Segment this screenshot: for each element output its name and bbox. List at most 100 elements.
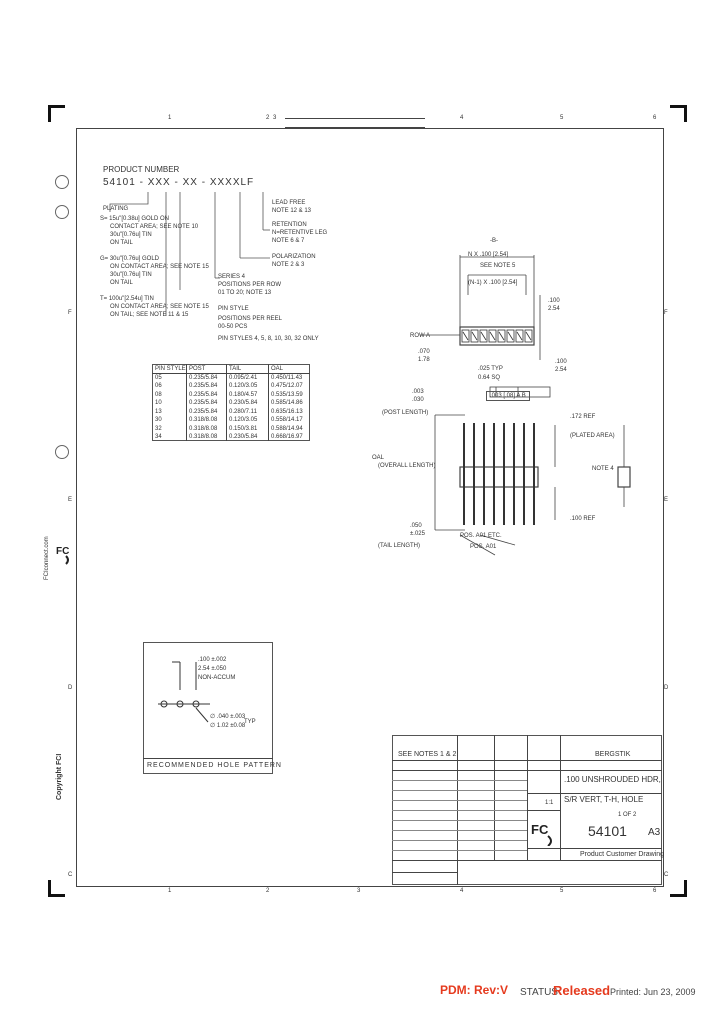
pin-table-cell: 0.558/14.17 bbox=[271, 417, 303, 423]
part-number-text: 54101 bbox=[588, 823, 627, 839]
hole-pattern-label: TYP bbox=[244, 719, 256, 725]
tb-hline-6 bbox=[392, 860, 662, 861]
zone-bottom-3: 3 bbox=[357, 888, 361, 894]
side-view-label: (TAIL LENGTH) bbox=[378, 543, 421, 549]
plating-option-line: ON CONTACT AREA; SEE NOTE 15 bbox=[110, 264, 209, 270]
tb-hline-2 bbox=[392, 770, 662, 771]
svg-text:FC: FC bbox=[56, 546, 69, 557]
side-site-text: FCIconnect.com bbox=[44, 536, 50, 580]
status-label: STATUS bbox=[520, 987, 558, 998]
part-number-callout: SERIES 4 bbox=[218, 274, 246, 280]
pin-table-header: TAIL bbox=[229, 366, 242, 372]
pin-table-cell: 0.095/2.41 bbox=[229, 374, 258, 381]
side-view-label: POS. A01 ETC. bbox=[460, 533, 502, 539]
revision-row-line bbox=[392, 780, 527, 781]
size-text: A3 bbox=[648, 827, 661, 838]
top-view-label: -B- bbox=[490, 238, 498, 244]
fci-title-logo: FC bbox=[530, 818, 556, 847]
pin-table-cell: 32 bbox=[155, 425, 162, 432]
top-view-label: ROW A bbox=[410, 333, 431, 339]
zone-left-c: C bbox=[68, 872, 73, 878]
hole-pattern-drawing bbox=[158, 661, 210, 723]
top-view-pin-mark bbox=[507, 331, 514, 341]
side-view-label: OAL bbox=[372, 455, 385, 461]
part-number-callout: NOTE 6 & 7 bbox=[272, 238, 305, 244]
zone-top-2: 2 bbox=[266, 115, 270, 121]
sheet-text: 1 OF 2 bbox=[618, 812, 637, 818]
part-family-text: BERGSTIK bbox=[595, 751, 631, 758]
side-view-label: .030 bbox=[412, 397, 424, 403]
pdm-revision: PDM: Rev:V bbox=[440, 983, 509, 997]
see-notes-text: SEE NOTES 1 & 2 bbox=[398, 751, 457, 758]
tb-vline-4 bbox=[560, 735, 561, 860]
zone-bottom-2: 2 bbox=[266, 888, 270, 894]
top-view-label: 2.54 bbox=[555, 367, 567, 373]
part-number-callout: POSITIONS PER ROW bbox=[218, 282, 282, 288]
pin-table-cell: 0.318/8.08 bbox=[189, 434, 218, 440]
plating-option-line: T= 100u"[2.54u] TIN bbox=[100, 296, 154, 302]
pin-table-col-line bbox=[268, 364, 269, 441]
zone-left-e: E bbox=[68, 497, 73, 503]
registration-mark bbox=[55, 175, 69, 189]
pin-table-border bbox=[152, 364, 310, 441]
pin-table-cell: 0.235/5.84 bbox=[189, 374, 218, 381]
hole-pattern-label: NON-ACCUM bbox=[198, 675, 236, 681]
hole-pattern-title: RECOMMENDED HOLE PATTERN bbox=[147, 762, 282, 769]
side-view-label: .003 bbox=[412, 389, 424, 395]
pin-table-cell: 0.280/7.11 bbox=[229, 408, 257, 415]
tb-vline-3 bbox=[527, 735, 528, 860]
top-view-pin-mark bbox=[525, 331, 532, 341]
top-view-label: .100 bbox=[548, 298, 560, 304]
top-view-label: .025 TYP bbox=[478, 366, 503, 372]
pin-table-cell: 0.230/5.84 bbox=[229, 400, 258, 406]
top-view-pin-mark bbox=[480, 331, 487, 341]
zone-top-4: 4 bbox=[460, 115, 464, 121]
title-strip-bottom bbox=[285, 127, 425, 128]
top-view-drawing bbox=[420, 255, 551, 398]
plating-option-line: ON TAIL bbox=[110, 240, 133, 246]
side-view-label: (PLATED AREA) bbox=[570, 433, 615, 439]
part-number-callout: PIN STYLES 4, 5, 8, 10, 30, 32 ONLY bbox=[218, 336, 319, 342]
part-number-callout: NOTE 12 & 13 bbox=[272, 208, 312, 214]
zone-bottom-5: 5 bbox=[560, 888, 564, 894]
registration-mark bbox=[55, 445, 69, 459]
side-view-label: (OVERALL LENGTH) bbox=[378, 463, 436, 469]
top-view-label: 1.78 bbox=[418, 357, 430, 363]
fci-side-logo: FC bbox=[54, 540, 72, 570]
pin-table-cell: 0.318/8.08 bbox=[189, 417, 218, 423]
plating-option-line: ON TAIL bbox=[110, 280, 133, 286]
top-view-label: (N-1) X .100 [2.54] bbox=[468, 280, 518, 286]
doc-type-text: Product Customer Drawing bbox=[580, 851, 665, 858]
pin-table-cell: 0.668/16.97 bbox=[271, 434, 303, 440]
side-view-label: (POST LENGTH) bbox=[382, 410, 429, 416]
pin-table-cell: 0.318/8.08 bbox=[189, 425, 218, 432]
top-view-label: SEE NOTE 5 bbox=[480, 263, 516, 269]
description-line-2: S/R VERT, T-H, HOLE bbox=[564, 795, 644, 804]
top-view-label: .100 bbox=[555, 359, 567, 365]
revision-row-line bbox=[392, 810, 527, 811]
pin-table-cell: 0.235/5.84 bbox=[189, 408, 218, 415]
zone-right-d: D bbox=[664, 685, 669, 691]
hole-pattern-label: 2.54 ±.050 bbox=[198, 666, 227, 672]
revision-row-line bbox=[392, 800, 527, 801]
printed-date: Printed: Jun 23, 2009 bbox=[610, 987, 696, 997]
product-number-code: 54101 - XXX - XX - XXXXLF bbox=[103, 177, 255, 188]
revision-row-line bbox=[392, 850, 527, 851]
crop-mark-bottom-left bbox=[48, 880, 65, 897]
crop-mark-bottom-right bbox=[670, 880, 687, 897]
zone-top-5: 5 bbox=[560, 115, 564, 121]
pin-table-cell: 34 bbox=[155, 434, 162, 440]
pin-table-cell: 0.585/14.86 bbox=[271, 400, 303, 406]
zone-left-d: D bbox=[68, 685, 73, 691]
part-number-callout: NOTE 2 & 3 bbox=[272, 262, 305, 268]
pin-table-cell: 05 bbox=[155, 374, 162, 381]
title-strip-top bbox=[285, 118, 425, 119]
top-view-label: .070 bbox=[418, 349, 430, 355]
top-view-pin-mark bbox=[489, 331, 496, 341]
side-view-label: POS. A01 bbox=[470, 544, 497, 550]
hole-pattern-box bbox=[143, 642, 273, 774]
pin-table-cell: 0.475/12.07 bbox=[271, 383, 303, 389]
pin-table-cell: 0.120/3.05 bbox=[229, 417, 258, 423]
side-view-label: .100 REF bbox=[570, 516, 596, 522]
pin-table-cell: 0.235/5.84 bbox=[189, 400, 218, 406]
